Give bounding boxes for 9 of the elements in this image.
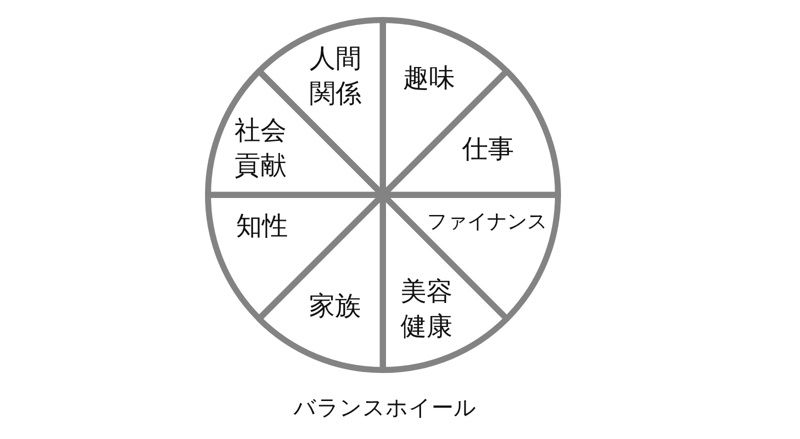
segment-label: 知性 — [236, 210, 288, 244]
caption: バランスホイール — [294, 396, 476, 422]
segment-label: 仕事 — [462, 133, 514, 166]
segment-label: ファイナンス — [427, 210, 547, 232]
segment-label: 美容健康 — [400, 276, 454, 344]
segment-label: 社会貢献 — [234, 114, 288, 183]
segment-label: 趣味 — [403, 62, 455, 96]
segment-label: 人間関係 — [310, 42, 363, 111]
segment-label: 家族 — [308, 290, 361, 324]
